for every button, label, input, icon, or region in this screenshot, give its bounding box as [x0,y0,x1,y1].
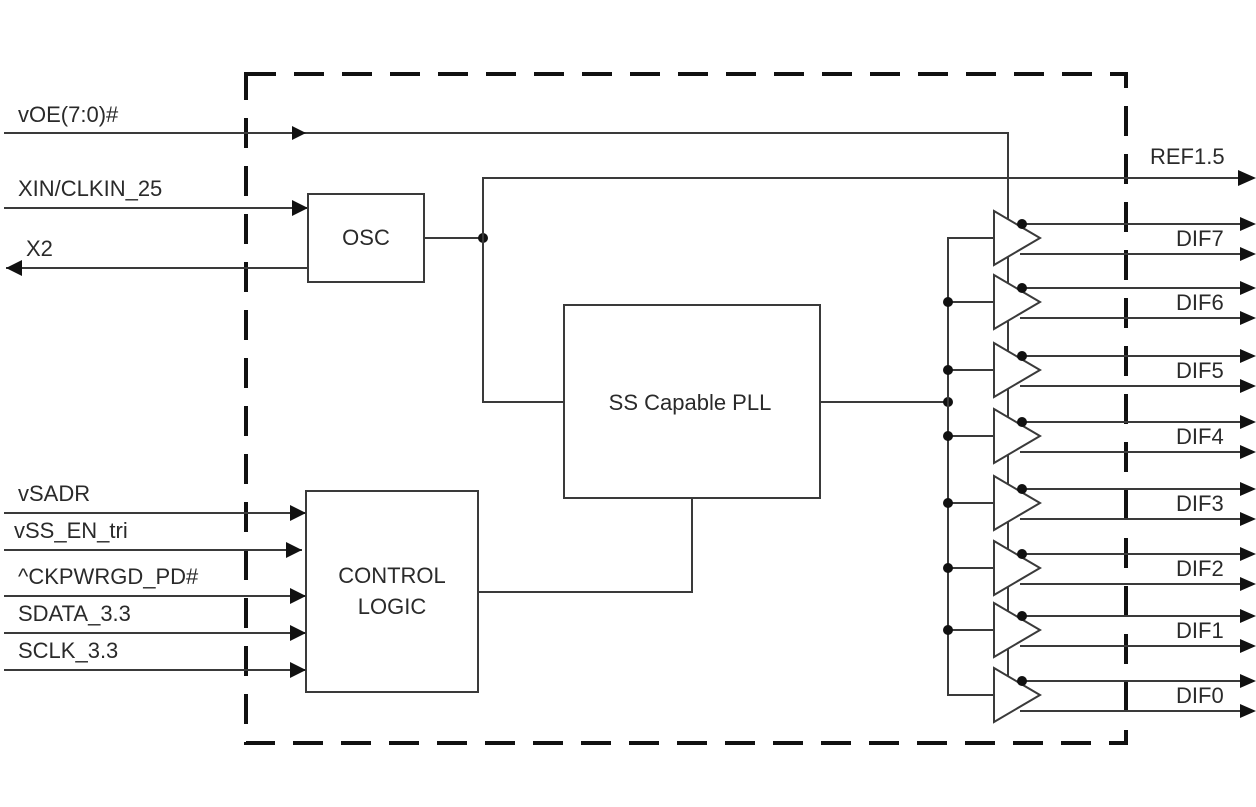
vss-en-arrow-icon [286,542,302,558]
x2-signal: X2 [6,236,308,276]
output-arrow-icon [1240,445,1256,459]
output-arrow-icon [1240,704,1256,718]
bus-junction-dot [943,563,953,573]
ref-arrow-icon [1238,170,1256,186]
output-arrow-icon [1240,281,1256,295]
dif-label: DIF5 [1176,358,1224,383]
buffer-triangle-icon [993,539,1042,597]
output-arrow-icon [1240,379,1256,393]
output-arrow-icon [1240,217,1256,231]
buffer-triangle-icon [993,407,1042,465]
vss-en-label: vSS_EN_tri [14,518,128,543]
output-arrow-icon [1240,639,1256,653]
output-arrow-icon [1240,415,1256,429]
ckpwrgd-label: ^CKPWRGD_PD# [18,564,199,589]
output-enable-dot [1017,283,1027,293]
output-arrow-icon [1240,349,1256,363]
output-arrow-icon [1240,311,1256,325]
output-enable-dot [1017,549,1027,559]
buffer-dif3: DIF3 [943,474,1256,532]
xin-label: XIN/CLKIN_25 [18,176,162,201]
voe-arrow-icon [292,126,306,140]
dif-label: DIF7 [1176,226,1224,251]
buffer-dif4: DIF4 [943,407,1256,465]
osc-label: OSC [342,225,390,250]
sclk-arrow-icon [290,662,306,678]
dif-label: DIF4 [1176,424,1224,449]
dif-label: DIF6 [1176,290,1224,315]
buffer-triangle-icon [993,601,1042,659]
dif-label: DIF3 [1176,491,1224,516]
buffer-dif0: DIF0 [948,666,1256,724]
voe-label: vOE(7:0)# [18,102,119,127]
buffer-dif1: DIF1 [943,601,1256,659]
output-enable-dot [1017,351,1027,361]
output-arrow-icon [1240,547,1256,561]
control-label-line1: CONTROL [338,563,446,588]
output-enable-dot [1017,484,1027,494]
output-enable-dot [1017,417,1027,427]
ckpwrgd-arrow-icon [290,588,306,604]
output-enable-dot [1017,219,1027,229]
sdata-arrow-icon [290,625,306,641]
bus-junction-dot [943,431,953,441]
buffer-dif5: DIF5 [943,341,1256,399]
output-enable-dot [1017,676,1027,686]
buffer-triangle-icon [993,209,1042,267]
dif-label: DIF1 [1176,618,1224,643]
output-arrow-icon [1240,609,1256,623]
buffer-triangle-icon [993,474,1042,532]
bus-junction-dot [943,365,953,375]
buffer-triangle-icon [993,273,1042,331]
osc-block: OSC [307,193,425,283]
vsadr-label: vSADR [18,481,90,506]
chip-boundary [244,72,1128,745]
bus-junction-dot [943,625,953,635]
output-arrow-icon [1240,577,1256,591]
sdata-label: SDATA_3.3 [18,601,131,626]
buffer-dif7: DIF7 [948,209,1256,267]
control-inputs: vSADR vSS_EN_tri ^CKPWRGD_PD# SDATA_3.3 … [4,481,306,678]
buffer-triangle-icon [993,666,1042,724]
control-logic-block: CONTROL LOGIC [305,490,479,693]
bus-junction-dot [943,297,953,307]
output-arrow-icon [1240,674,1256,688]
output-arrow-icon [1240,482,1256,496]
xin-arrow-icon [292,200,308,216]
xin-signal: XIN/CLKIN_25 [4,176,308,216]
bus-junction-dot [943,498,953,508]
buffer-dif6: DIF6 [943,273,1256,331]
x2-label: X2 [26,236,53,261]
sclk-label: SCLK_3.3 [18,638,118,663]
pll-block: SS Capable PLL [563,304,821,499]
control-label-line2: LOGIC [358,594,427,619]
pll-label: SS Capable PLL [609,390,772,415]
output-arrow-icon [1240,512,1256,526]
buffer-dif2: DIF2 [943,539,1256,597]
output-arrow-icon [1240,247,1256,261]
buffer-triangle-icon [993,341,1042,399]
clock-bus [947,237,994,696]
dif-label: DIF2 [1176,556,1224,581]
vsadr-arrow-icon [290,505,306,521]
dif-label: DIF0 [1176,683,1224,708]
output-enable-dot [1017,611,1027,621]
x2-arrow-icon [6,260,22,276]
ref-label: REF1.5 [1150,144,1225,169]
